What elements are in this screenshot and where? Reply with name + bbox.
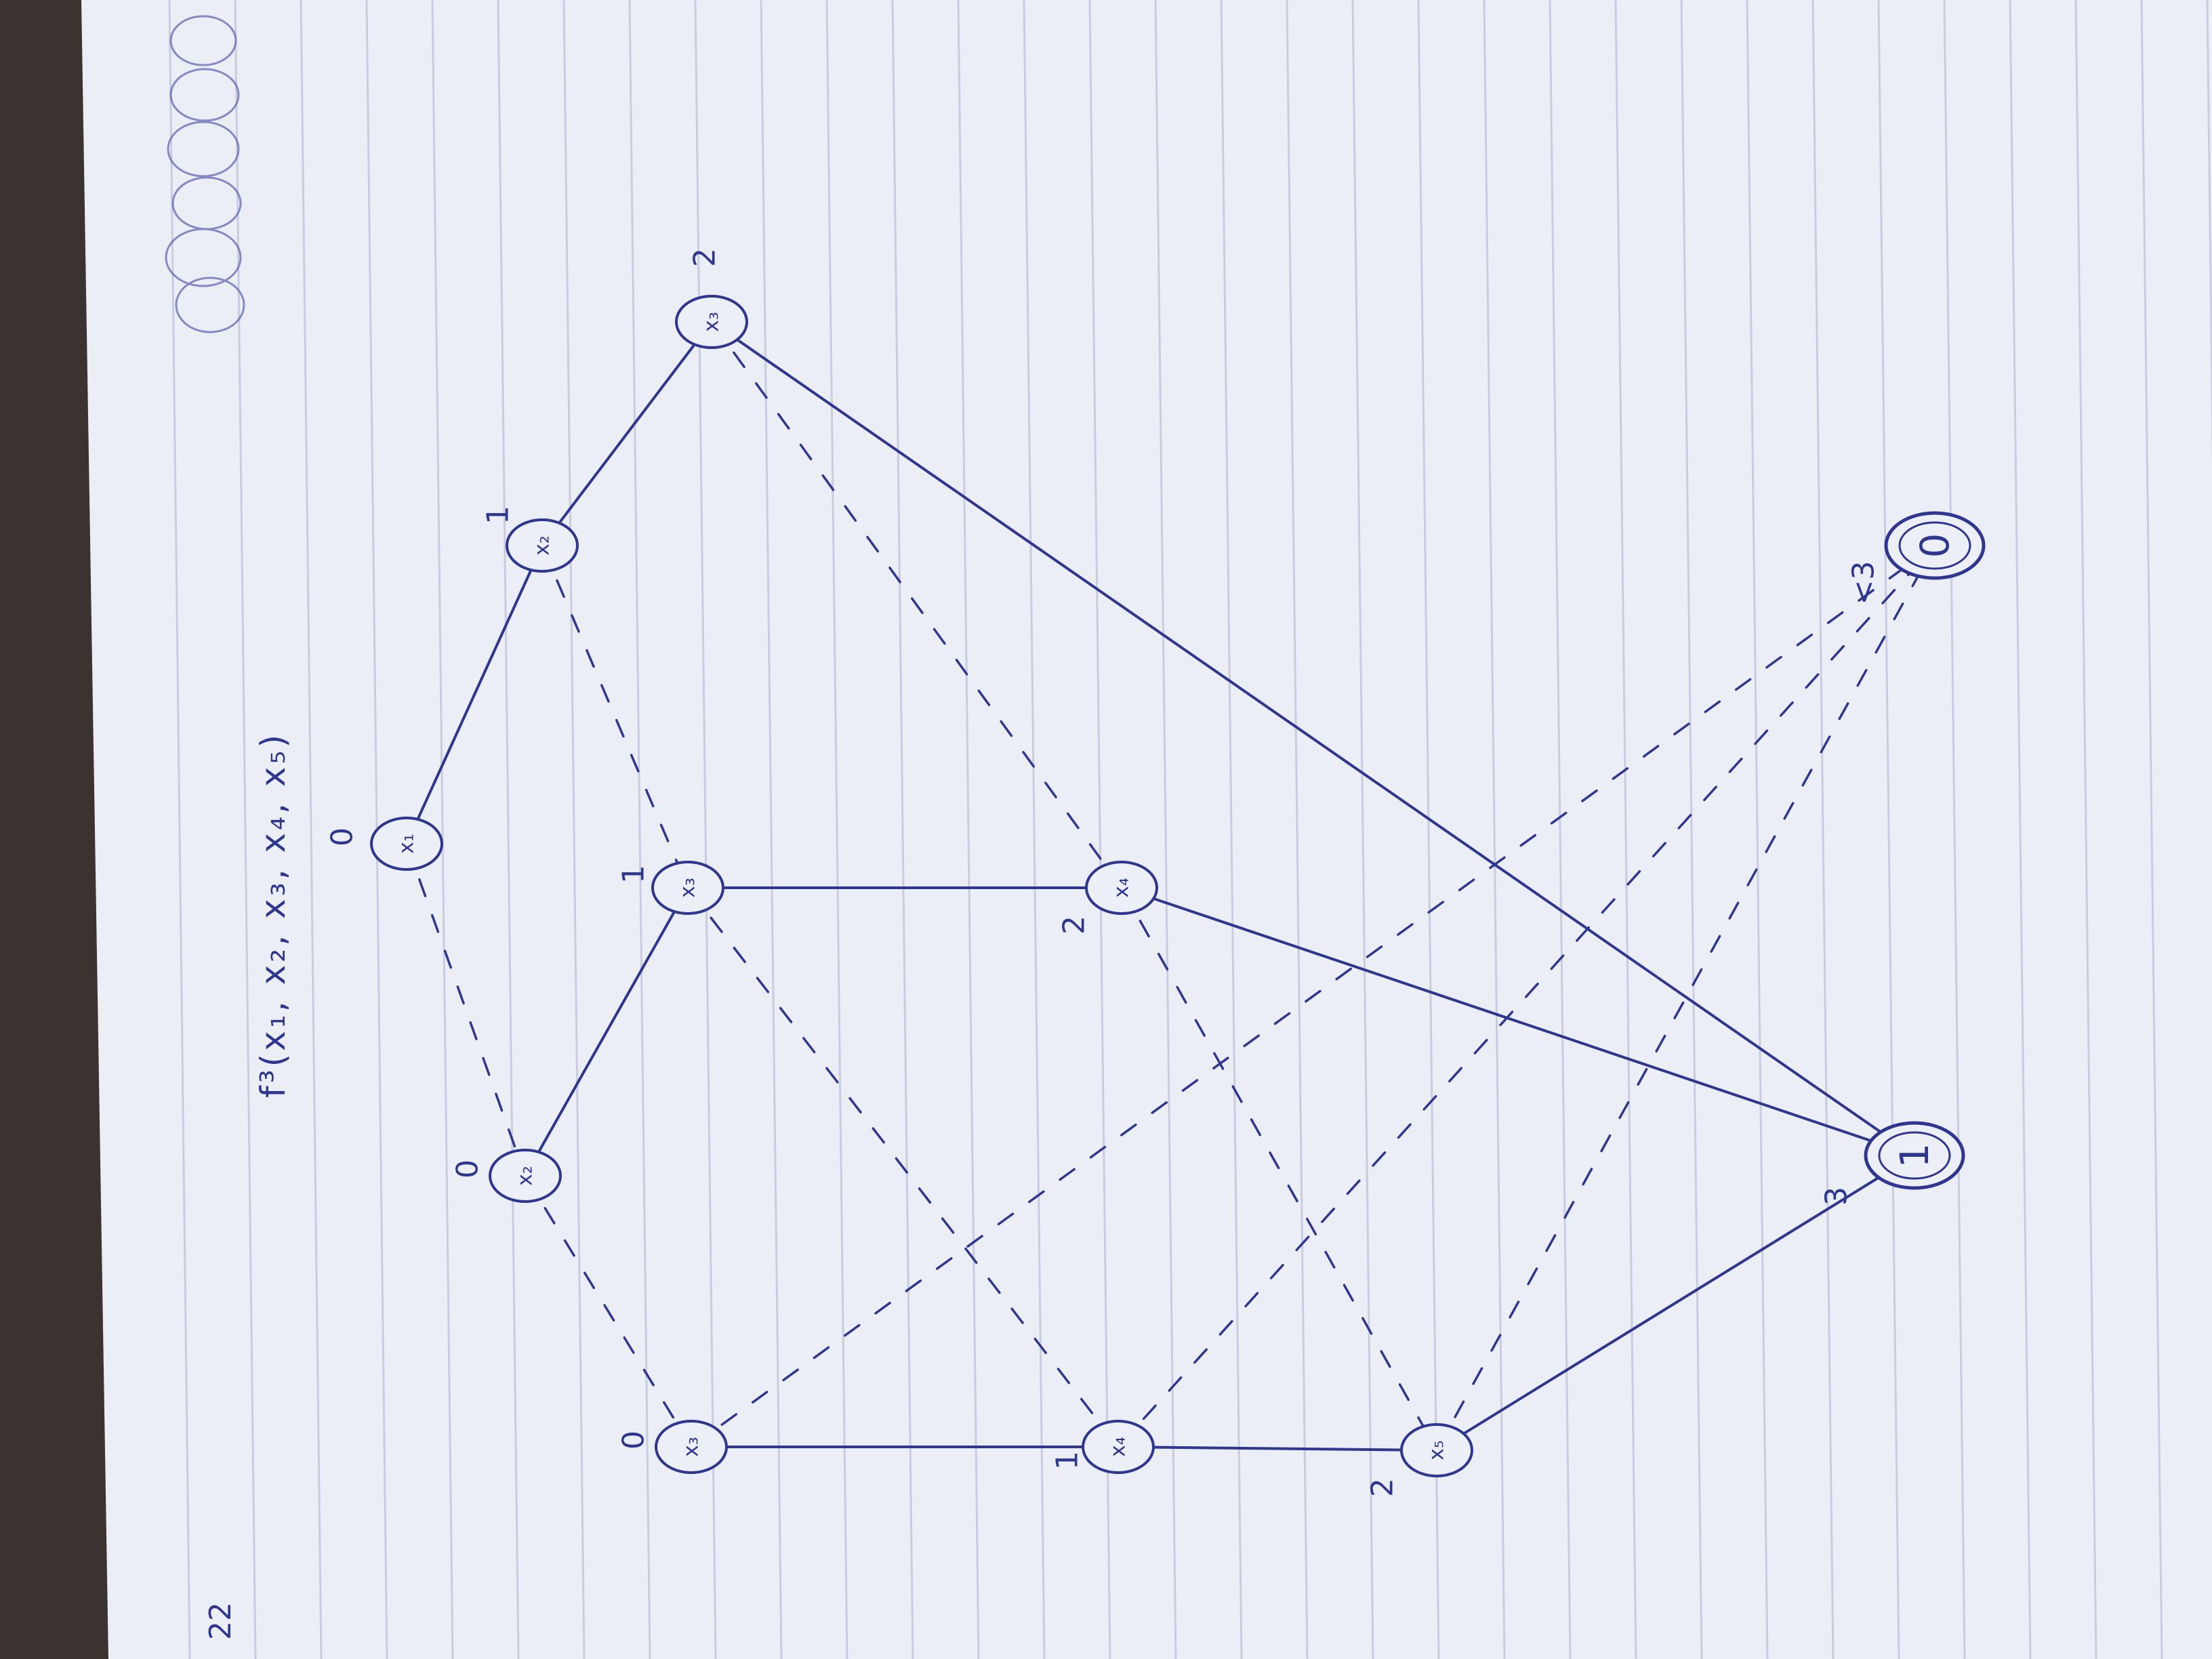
edge-n8-t0-dashed xyxy=(1117,544,1936,1448)
edge-n1-n2-solid xyxy=(405,544,544,845)
node-level-label: 1 xyxy=(481,506,516,525)
ruled-line xyxy=(694,0,717,1659)
node-ring xyxy=(1082,1420,1155,1474)
terminal-inner-ring xyxy=(1878,1131,1951,1180)
edge-n8-n9-solid xyxy=(1117,1446,1438,1452)
decision-node-n5: x₃ 1 xyxy=(617,861,724,915)
ruled-line xyxy=(562,0,586,1659)
decision-node-n2: x₂ 1 xyxy=(481,506,579,573)
edge-n3-t1-solid xyxy=(710,321,1916,1157)
edge-n2-n5-dashed xyxy=(541,544,689,889)
decision-node-n3: x₃ 2 xyxy=(675,248,748,349)
page-number: 22 xyxy=(203,1602,238,1640)
node-level-label: 2 xyxy=(688,248,722,267)
ruled-line xyxy=(2206,0,2212,470)
ruled-line xyxy=(760,0,783,1659)
terminal-node-0: 0 <3 xyxy=(1847,511,1986,605)
node-label: x₃ xyxy=(676,878,700,898)
ruled-line xyxy=(2009,0,2032,1659)
ruled-line xyxy=(1154,0,1177,1659)
node-ring xyxy=(1400,1423,1473,1477)
decision-node-n7: x₃ 0 xyxy=(617,1420,728,1474)
ruled-line xyxy=(234,0,257,1659)
edge-n5-n8-dashed xyxy=(687,886,1120,1448)
ruled-line xyxy=(300,0,323,1659)
ruled-line xyxy=(1351,0,1374,1659)
ruled-line xyxy=(1549,0,1572,1659)
ruled-line xyxy=(1483,0,1506,1659)
ruled-line xyxy=(628,0,651,1659)
ruled-line xyxy=(2140,0,2163,1659)
ruled-line xyxy=(1286,0,1309,1659)
node-label: x₁ xyxy=(395,834,419,854)
ink-scribble xyxy=(165,15,245,333)
ruled-line xyxy=(1746,0,1769,1659)
node-level-label: 0 xyxy=(451,1160,485,1179)
node-label: x₃ xyxy=(680,1437,703,1457)
node-level-label: <3 xyxy=(1847,561,1881,605)
node-label: x₂ xyxy=(531,535,554,556)
node-level-label: 1 xyxy=(617,865,651,884)
node-label: 1 xyxy=(1891,1143,1938,1168)
node-level-label: 2 xyxy=(1366,1478,1400,1497)
ruled-line xyxy=(1811,0,1835,1659)
ruled-line xyxy=(1023,0,1046,1659)
edge-n3-n6-dashed xyxy=(710,321,1123,889)
node-label: x₃ xyxy=(700,312,724,332)
node-label: x₄ xyxy=(1110,878,1134,898)
ruled-line xyxy=(1220,0,1243,1659)
edge-layer xyxy=(405,321,1936,1452)
ruled-line xyxy=(825,0,848,1659)
node-level-label: 1 xyxy=(1050,1451,1085,1470)
ruled-line xyxy=(891,0,914,1659)
ruled-line xyxy=(431,0,454,1659)
ruled-line xyxy=(1943,0,1966,1659)
ruled-line xyxy=(1877,0,1900,1659)
node-ring xyxy=(506,518,579,573)
decision-node-n8: x₄ 1 xyxy=(1050,1420,1155,1474)
edge-n6-n9-dashed xyxy=(1120,886,1438,1452)
edge-n4-n5-solid xyxy=(524,886,689,1177)
ruled-line xyxy=(168,0,191,1659)
edge-n6-t1-solid xyxy=(1120,886,1916,1157)
node-ring xyxy=(489,1149,562,1203)
node-label: x₂ xyxy=(514,1166,537,1186)
node-label: x₅ xyxy=(1425,1440,1449,1460)
ruled-lines xyxy=(168,0,2212,1659)
edge-n7-t0-dashed xyxy=(690,544,1936,1448)
ruled-line xyxy=(1680,0,1703,1659)
node-level-label: 3 xyxy=(1820,1187,1854,1206)
node-ring xyxy=(655,1420,728,1474)
node-label: 0 xyxy=(1912,533,1958,558)
ruled-line xyxy=(497,0,520,1659)
ruled-line xyxy=(1088,0,1111,1659)
edge-n4-n7-dashed xyxy=(524,1174,693,1448)
decision-node-n4: x₂ 0 xyxy=(451,1149,562,1203)
decision-node-n9: x₅ 2 xyxy=(1366,1423,1473,1497)
terminal-node-1: 13 xyxy=(1820,1121,1965,1206)
node-ring xyxy=(651,861,724,915)
decision-node-n6: x₄ 2 xyxy=(1057,861,1158,935)
node-level-label: 2 xyxy=(1057,916,1092,935)
node-level-label: 0 xyxy=(617,1431,651,1450)
ruled-line xyxy=(1417,0,1440,1659)
annotation-layer: f³(x₁, x₂, x₃, x₄, x₅) 22 xyxy=(203,732,293,1640)
node-level-label: 0 xyxy=(325,827,360,846)
node-label: x₄ xyxy=(1107,1437,1130,1457)
edge-n2-n3-solid xyxy=(541,321,713,547)
paper-sheet xyxy=(81,0,2212,1659)
node-ring xyxy=(675,295,748,349)
ruled-line xyxy=(957,0,980,1659)
decision-node-n1: x₁ 0 xyxy=(325,817,443,871)
edge-n9-t1-solid xyxy=(1435,1154,1916,1452)
node-ring xyxy=(370,817,443,871)
terminal-inner-ring xyxy=(1898,521,1971,570)
ruled-line xyxy=(1614,0,1637,1659)
function-title: f³(x₁, x₂, x₃, x₄, x₅) xyxy=(253,732,293,1098)
node-ring xyxy=(1085,861,1158,915)
ruled-line xyxy=(2074,0,2097,1659)
